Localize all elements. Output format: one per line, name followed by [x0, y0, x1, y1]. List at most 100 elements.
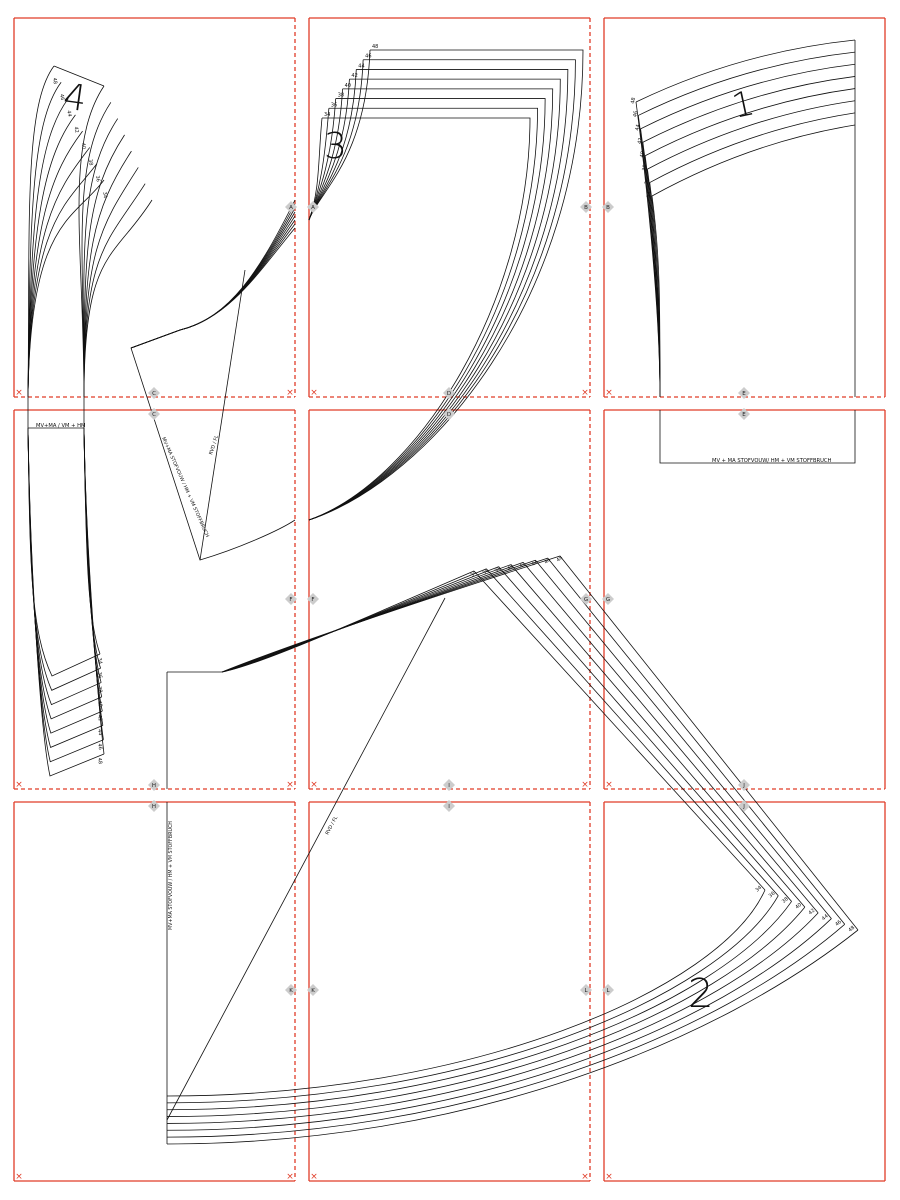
marker-diamond: [738, 387, 750, 399]
size-label-p2: 46: [543, 557, 552, 566]
size-label-p2: 46: [834, 919, 843, 928]
size-label-p4: 38: [87, 159, 94, 166]
hem-line-p2: [166, 929, 859, 1145]
marker-diamond: [580, 201, 592, 213]
marker-e: E: [738, 408, 750, 420]
marker-diamond: [602, 593, 614, 605]
crop-mark: ×: [310, 780, 318, 790]
marker-diamond: [307, 984, 319, 996]
lower-size-line-p4: [27, 427, 104, 748]
size-label-p2: 36: [768, 891, 777, 900]
marker-diamond: [738, 800, 750, 812]
marker-diamond: [285, 984, 297, 996]
size-label-p2: 38: [494, 566, 503, 575]
size-label-p4: 34: [96, 657, 103, 664]
size-line-p3: [308, 59, 576, 521]
lower-size-line-p4: [27, 427, 104, 763]
marker-d: D: [443, 408, 455, 420]
grain-label-p3: RVD / FL: [208, 434, 220, 455]
line-p4: [27, 410, 85, 428]
size-label-p4: 48: [51, 77, 58, 84]
marker-d: D: [443, 387, 455, 399]
size-line-p3: [308, 88, 554, 521]
size-line-p1: [644, 88, 856, 157]
size-label-p3: 42: [351, 73, 357, 79]
marker-j: J: [738, 800, 750, 812]
crop-mark: ×: [581, 1172, 589, 1182]
size-label-p3: 46: [365, 54, 371, 60]
marker-diamond: [148, 800, 160, 812]
size-line-p1: [640, 63, 856, 130]
size-line-p2: [522, 562, 819, 914]
grain-line-p3: [199, 269, 246, 561]
marker-label: K: [289, 988, 293, 994]
piece-number-3: 3: [324, 126, 347, 167]
marker-k: K: [285, 984, 297, 996]
size-label-p1: 36: [644, 178, 651, 185]
lower-size-line-p4: [83, 427, 104, 726]
crop-mark: ×: [605, 1172, 613, 1182]
page-tiles: [13, 17, 886, 1182]
size-label-p4: 44: [65, 110, 72, 117]
marker-e: E: [738, 387, 750, 399]
crop-mark: ×: [581, 388, 589, 398]
size-line-p2: [535, 560, 832, 919]
page-tile-9: [603, 801, 886, 1182]
lower-size-line-p4: [27, 427, 101, 677]
page-tile-3: [603, 17, 886, 398]
marker-label: B: [584, 205, 588, 211]
page-tile-7: [13, 801, 296, 1182]
marker-label: L: [584, 988, 588, 994]
crop-mark: ×: [286, 780, 294, 790]
armhole-p3: [130, 223, 296, 349]
hem-line-p2: [166, 895, 779, 1104]
marker-l: L: [602, 984, 614, 996]
piece1-fold-note: MV + MA STOFVOUW/ HM + VM STOFFBRUCH: [712, 458, 832, 464]
page-tile-6: [603, 409, 886, 790]
size-label-p3: 48: [372, 44, 378, 50]
marker-label: D: [447, 391, 451, 397]
marker-diamond: [148, 387, 160, 399]
size-line-p1: [647, 100, 856, 170]
top-line-p4: [53, 65, 105, 87]
size-line-p2: [510, 564, 806, 908]
marker-l: L: [580, 984, 592, 996]
size-label-p4: 36: [96, 672, 103, 679]
marker-g: G: [602, 593, 614, 605]
size-label-p2: 36: [482, 568, 491, 577]
hem-line-p2: [166, 889, 766, 1097]
crop-mark: ×: [605, 388, 613, 398]
piece-4: [27, 65, 153, 777]
hem-line-p2: [166, 901, 792, 1111]
size-label-p2: 40: [506, 563, 515, 572]
hem-line-p2: [166, 912, 819, 1124]
size-line-p3: [308, 49, 584, 521]
marker-label: J: [742, 804, 745, 810]
crop-mark: ×: [310, 1172, 318, 1182]
marker-label: E: [742, 412, 746, 418]
crop-marks: ×××××××××××××××: [15, 388, 613, 1182]
size-line-p4: [27, 179, 105, 398]
piece-3: [130, 49, 584, 561]
piece-number-4: 4: [61, 76, 89, 120]
size-label-p2: 42: [808, 908, 817, 917]
size-line-p2: [485, 568, 779, 896]
size-label-p2: 48: [847, 925, 856, 934]
armhole-p3: [130, 227, 296, 349]
size-label-p4: 34: [101, 191, 108, 198]
marker-label: D: [447, 412, 451, 418]
size-label-p1: 40: [639, 151, 646, 158]
marker-h: H: [148, 800, 160, 812]
crop-mark: ×: [15, 1172, 23, 1182]
marker-diamond: [443, 408, 455, 420]
lower-size-line-p4: [83, 427, 102, 683]
size-label-p3: 38: [338, 93, 344, 99]
piece-2: [166, 555, 859, 1145]
marker-diamond: [602, 201, 614, 213]
size-line-p1: [651, 124, 856, 197]
size-label-p4: 42: [96, 714, 103, 721]
marker-k: K: [307, 984, 319, 996]
size-line-p3: [308, 107, 538, 521]
marker-diamond: [285, 201, 297, 213]
size-line-p2: [559, 555, 859, 931]
